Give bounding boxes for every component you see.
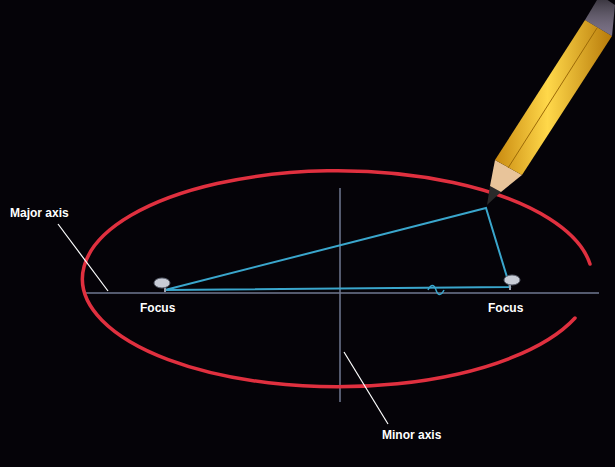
axis-label: Focus bbox=[140, 301, 175, 315]
focus-pin bbox=[154, 278, 170, 292]
ellipse-curve bbox=[82, 171, 590, 387]
string-loop bbox=[165, 208, 510, 290]
leader-line bbox=[344, 352, 388, 424]
string-knot bbox=[428, 286, 444, 295]
axis-label: Focus bbox=[488, 301, 523, 315]
axis-label: Major axis bbox=[10, 206, 69, 220]
pencil bbox=[487, 0, 615, 205]
axis-label: Minor axis bbox=[382, 428, 441, 442]
leader-line bbox=[58, 224, 108, 291]
major-axis-line bbox=[84, 292, 599, 294]
focus-pin bbox=[504, 275, 520, 290]
minor-axis-line bbox=[339, 188, 341, 402]
